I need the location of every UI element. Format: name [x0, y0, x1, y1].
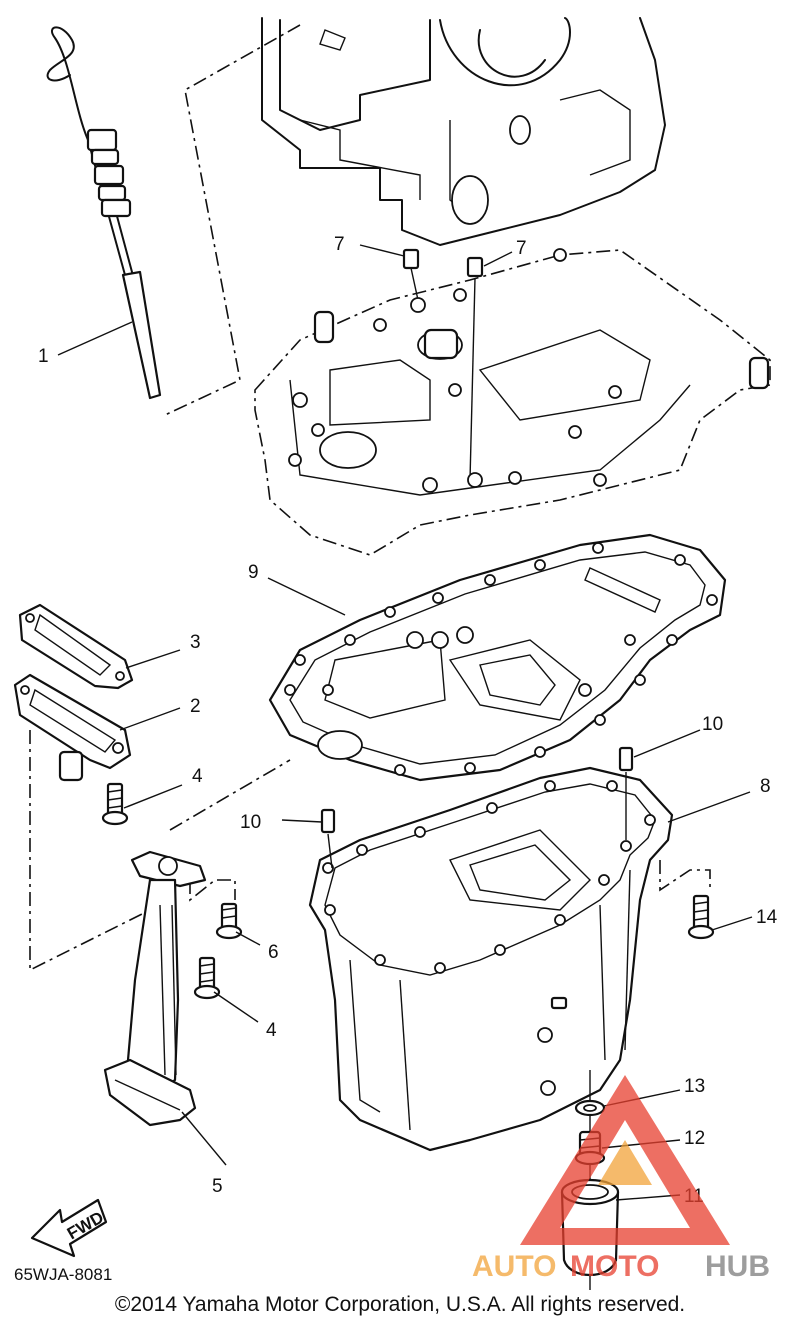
dowel-pin-7a: [402, 248, 420, 301]
bolt-14: [687, 894, 715, 940]
callout-9: 9: [248, 562, 259, 583]
callout-10-right: 10: [702, 714, 723, 735]
assembly-link-bolt-14: [659, 860, 711, 892]
callout-4-lower: 4: [266, 1020, 277, 1041]
oil-pan-gasket: [268, 533, 727, 782]
callout-5: 5: [212, 1176, 223, 1197]
drain-washer: [574, 1099, 606, 1117]
watermark-text-hub: HUB: [705, 1250, 770, 1283]
callout-7-left: 7: [334, 234, 345, 255]
callout-4-upper: 4: [192, 766, 203, 787]
callout-labels: 1 2 3 4 4 5 6 7 7 8 9 10 10 11 12 13 14: [38, 234, 778, 1207]
callout-3: 3: [190, 632, 201, 653]
assembly-link-left: [29, 730, 171, 972]
dipstick: [46, 26, 162, 400]
assembly-link-bolts: [189, 879, 236, 902]
forward-arrow-icon: FWD: [30, 1198, 108, 1258]
bolt-4-lower: [193, 956, 221, 1000]
engine-block-upper: [261, 17, 666, 246]
strainer-gasket: [18, 603, 134, 690]
oil-strainer: [103, 850, 207, 1127]
dowel-pin-7b: [466, 256, 484, 481]
callout-7-right: 7: [516, 238, 527, 259]
callout-8: 8: [760, 776, 771, 797]
dowel-pin-10b: [618, 746, 634, 840]
callout-1: 1: [38, 346, 49, 367]
bolt-6: [215, 902, 243, 940]
watermark-text-moto: MOTO: [570, 1250, 659, 1283]
callout-2: 2: [190, 696, 201, 717]
crankcase-lower: [254, 248, 771, 556]
leader-lines: [57, 244, 753, 1201]
bolt-4-upper: [101, 782, 129, 826]
dowel-pin-10a: [320, 808, 336, 869]
assembly-link-gasket: [169, 759, 291, 831]
callout-14: 14: [756, 907, 778, 928]
strainer-housing: [13, 673, 132, 782]
callout-6: 6: [268, 942, 279, 963]
callout-12: 12: [684, 1128, 705, 1149]
watermark-triangle-icon: [520, 1075, 730, 1245]
automotohub-watermark: AUTO MOTO HUB: [472, 1075, 770, 1283]
callout-10-left: 10: [240, 812, 261, 833]
diagram-code: 65WJA-8081: [14, 1265, 112, 1284]
watermark-text-auto: AUTO: [472, 1250, 556, 1283]
oil-pan: [308, 766, 674, 1152]
dipstick-guide-line: [164, 24, 301, 416]
copyright-notice: ©2014 Yamaha Motor Corporation, U.S.A. A…: [114, 1293, 686, 1316]
callout-13: 13: [684, 1076, 705, 1097]
